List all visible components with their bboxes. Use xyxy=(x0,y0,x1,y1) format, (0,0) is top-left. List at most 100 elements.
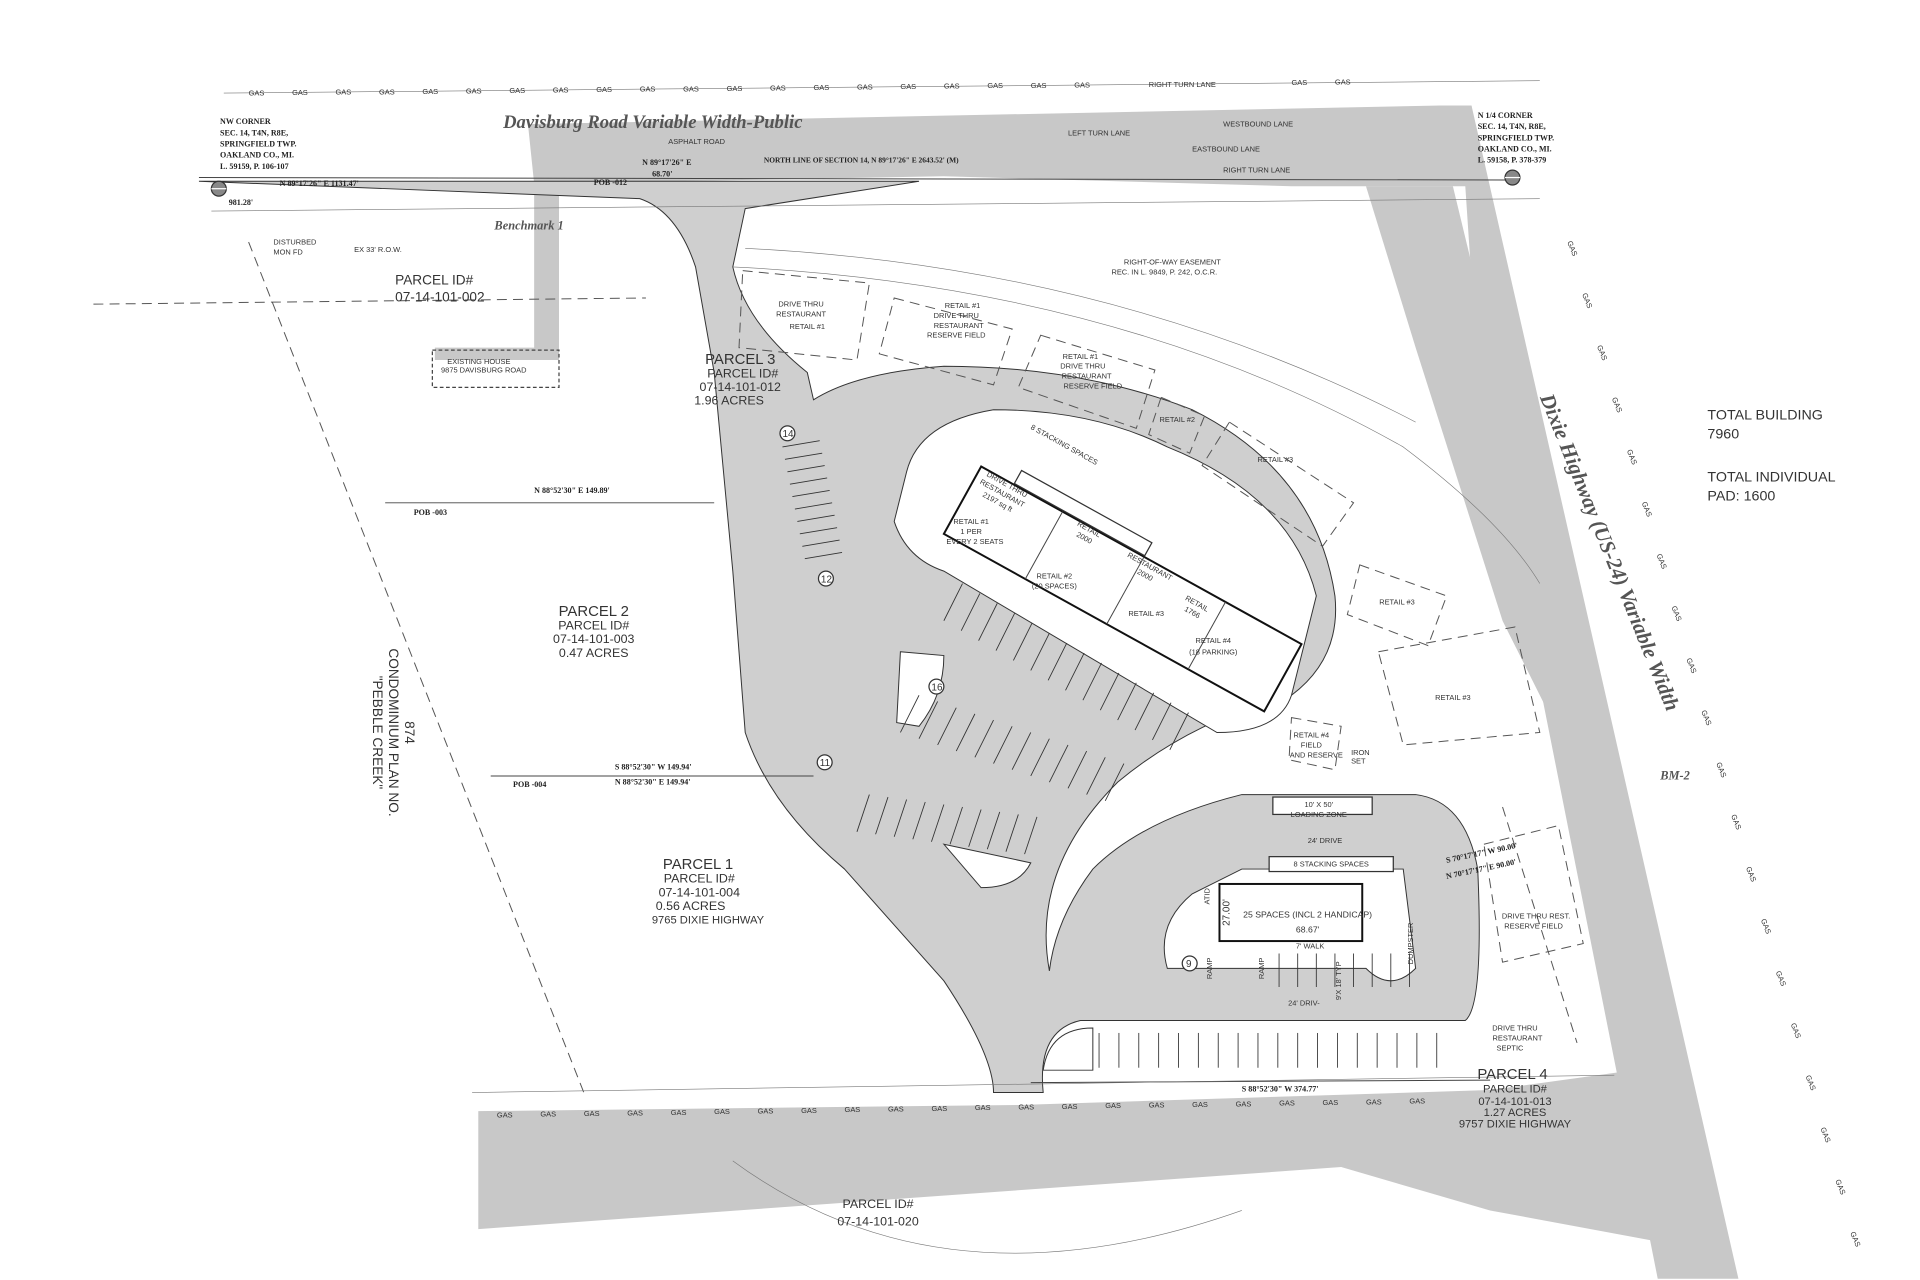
gas-label: GAS xyxy=(758,1106,774,1115)
parking-stall-line xyxy=(978,603,998,641)
gas-label: GAS xyxy=(1031,81,1047,90)
svg-text:RESTAURANT: RESTAURANT xyxy=(776,310,826,319)
svg-text:0.47 ACRES: 0.47 ACRES xyxy=(559,646,629,660)
parcel-3-label: PARCEL 3 PARCEL ID# 07-14-101-012 1.96 A… xyxy=(694,352,781,408)
gas-label: GAS xyxy=(727,84,743,93)
svg-text:RETAIL #2: RETAIL #2 xyxy=(1037,572,1073,581)
svg-text:27.00': 27.00' xyxy=(1221,899,1232,926)
overhead-line-north xyxy=(211,198,1540,212)
parking-stall-line xyxy=(1086,757,1106,795)
gas-label: GAS xyxy=(584,1109,600,1118)
svg-text:"PEBBLE CREEK": "PEBBLE CREEK" xyxy=(370,676,385,790)
pad-stacking-lane xyxy=(1268,856,1394,873)
parking-stall-line xyxy=(1117,682,1137,721)
svg-text:8 STACKING SPACES: 8 STACKING SPACES xyxy=(1294,860,1369,869)
svg-text:(18 PARKING): (18 PARKING) xyxy=(1189,647,1238,656)
parking-number: 9 xyxy=(1186,959,1192,970)
svg-text:874: 874 xyxy=(402,721,417,744)
gas-label: GAS xyxy=(509,86,525,95)
gas-label: GAS xyxy=(292,88,308,97)
gas-label: GAS xyxy=(1625,448,1639,466)
svg-text:N 88°52'30" E 149.94': N 88°52'30" E 149.94' xyxy=(615,778,691,787)
parking-stall-line xyxy=(993,726,1013,764)
svg-text:L. 59158, P. 378-379: L. 59158, P. 378-379 xyxy=(1478,156,1547,165)
svg-text:DUMPSTER: DUMPSTER xyxy=(1406,922,1415,964)
gas-line-south xyxy=(472,1074,1615,1093)
parking-stall-line xyxy=(986,811,1001,850)
gas-label: GAS xyxy=(931,1104,947,1113)
svg-text:REC. IN L. 9849, P. 242, O.C.R: REC. IN L. 9849, P. 242, O.C.R. xyxy=(1111,267,1217,276)
parking-stall-line xyxy=(943,583,963,621)
parking-stall-line xyxy=(1047,642,1068,681)
parcel-020-label: PARCEL ID# 07-14-101-020 xyxy=(837,1197,918,1228)
gas-label: GAS xyxy=(1819,1126,1833,1144)
parking-island-south xyxy=(942,843,1032,889)
gas-label: GAS xyxy=(975,1103,991,1112)
svg-text:07-14-101-020: 07-14-101-020 xyxy=(837,1214,918,1228)
parking-stall-line xyxy=(802,539,840,547)
gas-label: GAS xyxy=(1580,292,1594,310)
svg-text:S 88°52'30" W 374.77': S 88°52'30" W 374.77' xyxy=(1242,1084,1319,1093)
svg-text:RAMP: RAMP xyxy=(1257,958,1266,980)
benchmark-2-label: BM-2 xyxy=(1659,769,1690,783)
total-pad-label: TOTAL INDIVIDUAL xyxy=(1707,470,1835,486)
parcel-4-line xyxy=(1502,806,1578,1044)
parcel-1-label: PARCEL 1 PARCEL ID# 07-14-101-004 0.56 A… xyxy=(652,857,765,927)
svg-text:DRIVE THRU: DRIVE THRU xyxy=(934,311,979,320)
svg-text:1.96 ACRES: 1.96 ACRES xyxy=(694,394,764,408)
gas-label: GAS xyxy=(801,1106,817,1115)
gas-label: GAS xyxy=(553,86,569,95)
parking-stall-line xyxy=(787,465,825,473)
gas-label: GAS xyxy=(1105,1101,1121,1110)
pad-building-labels: 10' X 50'LOADING ZONE 24' DRIVE 8 STACKI… xyxy=(1203,800,1416,1008)
parking-stall-line xyxy=(856,794,870,832)
parking-number: 11 xyxy=(820,758,831,769)
asphalt-road-label: ASPHALT ROAD xyxy=(668,137,725,146)
parking-number: 12 xyxy=(821,574,833,585)
parking-stall-line xyxy=(804,552,843,560)
parking-stall-line xyxy=(1099,672,1120,711)
parking-stall-line xyxy=(792,489,830,498)
svg-text:RETAIL #3: RETAIL #3 xyxy=(1379,598,1415,607)
gas-label: GAS xyxy=(1759,917,1773,935)
svg-text:1.27 ACRES: 1.27 ACRES xyxy=(1484,1107,1547,1119)
dixie-row-strip xyxy=(1365,186,1565,745)
svg-text:RESTAURANT: RESTAURANT xyxy=(934,321,984,330)
svg-text:07-14-101-004: 07-14-101-004 xyxy=(659,885,740,899)
parking-stall-line xyxy=(1011,732,1032,770)
totals-block: TOTAL BUILDING 7960 TOTAL INDIVIDUAL PAD… xyxy=(1707,408,1835,505)
svg-text:RETAIL #3: RETAIL #3 xyxy=(1258,455,1294,464)
svg-text:EXISTING HOUSE: EXISTING HOUSE xyxy=(447,357,510,366)
svg-text:07-14-101-003: 07-14-101-003 xyxy=(553,632,634,646)
gas-label: GAS xyxy=(466,86,482,95)
svg-text:NW CORNER: NW CORNER xyxy=(220,117,271,126)
svg-text:RETAIL #3: RETAIL #3 xyxy=(1435,693,1471,702)
west-property-line xyxy=(248,241,585,1093)
parking-stall-line xyxy=(955,713,976,752)
svg-text:9765 DIXIE HIGHWAY: 9765 DIXIE HIGHWAY xyxy=(652,915,765,927)
n-quarter-corner-monument-icon xyxy=(1504,169,1521,186)
svg-text:LOADING ZONE: LOADING ZONE xyxy=(1291,810,1347,819)
svg-text:POB -004: POB -004 xyxy=(513,780,546,789)
parking-stall-line xyxy=(1030,738,1050,777)
svg-text:RETAIL #1: RETAIL #1 xyxy=(945,301,981,310)
svg-text:RESTAURANT: RESTAURANT xyxy=(1062,372,1112,381)
parking-stall-line xyxy=(1012,623,1033,661)
svg-text:9875 DAVISBURG ROAD: 9875 DAVISBURG ROAD xyxy=(441,365,527,374)
parking-stall-line xyxy=(1134,692,1155,731)
easement-arc xyxy=(732,266,1541,584)
svg-text:EX 33' R.O.W.: EX 33' R.O.W. xyxy=(354,245,402,254)
parking-stall-line xyxy=(960,593,981,631)
davisburg-road-title: Davisburg Road Variable Width-Public xyxy=(502,112,802,133)
svg-text:RESERVE FIELD: RESERVE FIELD xyxy=(1504,922,1563,931)
gas-label: GAS xyxy=(627,1108,643,1117)
parking-number: 16 xyxy=(931,682,943,693)
svg-text:68.67': 68.67' xyxy=(1296,924,1320,934)
gas-label: GAS xyxy=(1192,1100,1208,1109)
benchmark-1-label: Benchmark 1 xyxy=(493,219,563,233)
lane-label: WESTBOUND LANE xyxy=(1223,120,1293,129)
lane-label: LEFT TURN LANE xyxy=(1068,128,1130,137)
gas-label: GAS xyxy=(1366,1097,1382,1106)
parking-stall-line xyxy=(974,719,994,758)
